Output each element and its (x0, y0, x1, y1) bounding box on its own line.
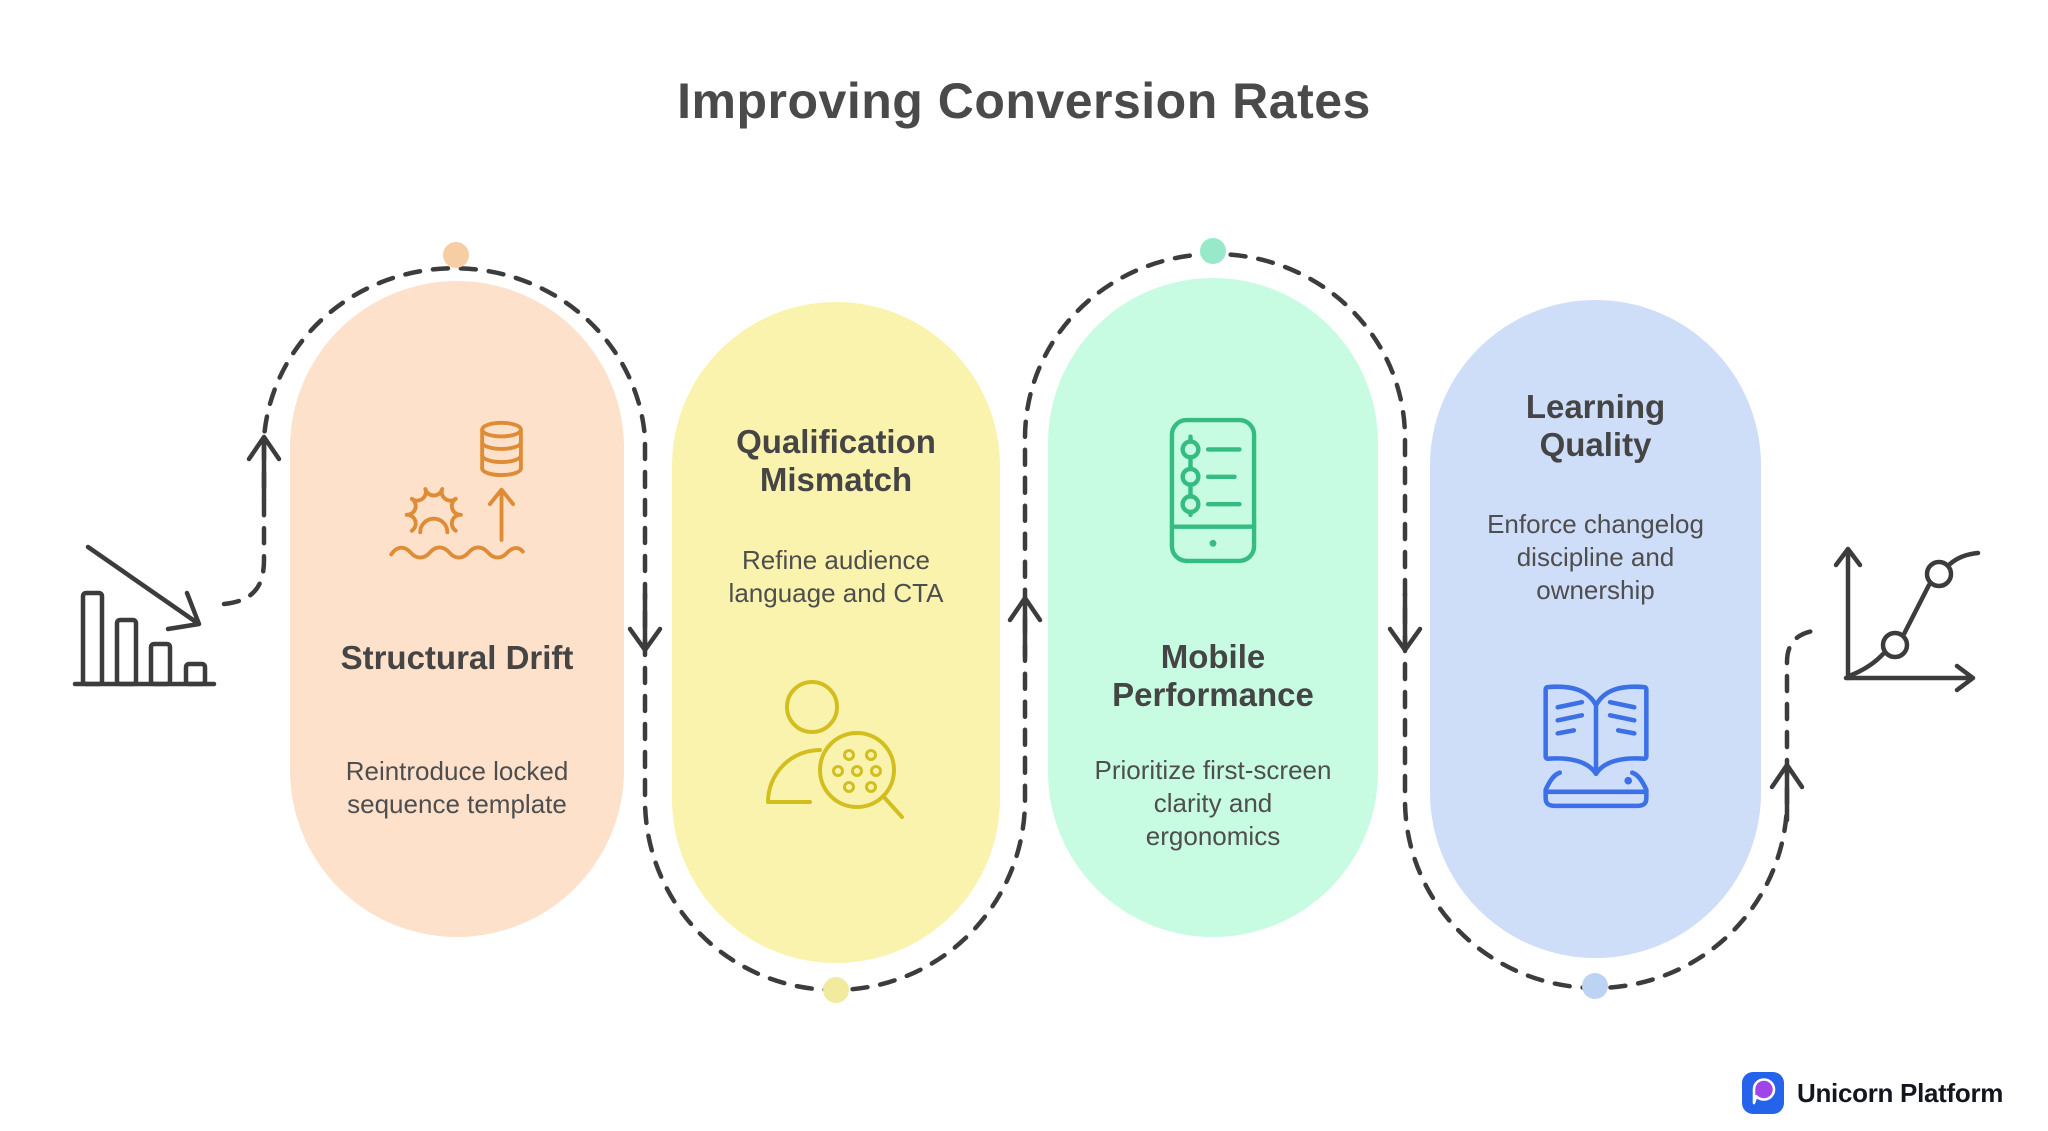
card-learning-quality: Learning Quality Enforce changelog disci… (1430, 300, 1761, 958)
card-qualification-mismatch: Qualification Mismatch Refine audience l… (672, 302, 1000, 963)
mobile-checklist-icon (1169, 417, 1257, 564)
brand-name: Unicorn Platform (1797, 1077, 2004, 1108)
declining-bar-chart-icon (72, 544, 217, 687)
card-mobile-performance: Mobile Performance Prioritize first-scre… (1048, 278, 1378, 937)
page-title: Improving Conversion Rates (677, 73, 1371, 129)
card-description: Enforce changelog discipline and ownersh… (1487, 509, 1704, 605)
card-title: Learning Quality (1525, 388, 1666, 463)
flow-arrow-up-icon (1007, 595, 1043, 659)
card-title: Qualification Mismatch (736, 423, 936, 498)
rising-line-chart-icon (1833, 546, 1981, 693)
gear-database-growth-icon (389, 420, 525, 560)
flow-dot (1200, 238, 1226, 264)
card-description: Reintroduce locked sequence template (345, 756, 569, 819)
flow-arrow-up-icon (246, 434, 282, 503)
card-title: Mobile Performance (1112, 638, 1314, 713)
flow-dot (823, 977, 849, 1003)
open-book-icon (1542, 684, 1649, 809)
flow-arrow-up-icon (1769, 762, 1805, 823)
audience-magnifier-icon (766, 680, 904, 819)
brand-logo-icon (1742, 1072, 1784, 1114)
flow-arrow-down-icon (1387, 591, 1423, 653)
card-title: Structural Drift (340, 639, 574, 676)
flow-dot (443, 242, 469, 268)
brand-badge[interactable]: Unicorn Platform (1742, 1072, 2003, 1114)
card-description: Refine audience language and CTA (728, 545, 944, 608)
card-description: Prioritize first-screen clarity and ergo… (1094, 755, 1332, 851)
flow-arrow-down-icon (627, 591, 663, 653)
card-structural-drift: Structural Drift Reintroduce locked sequ… (290, 281, 624, 937)
flow-dot (1582, 973, 1608, 999)
